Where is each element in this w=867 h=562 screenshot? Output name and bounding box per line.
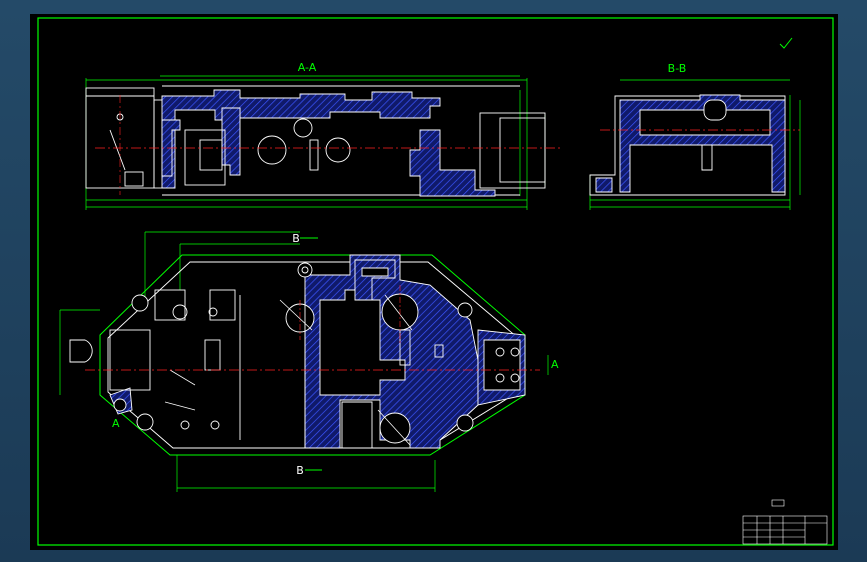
plan-view: B B A A [59,231,559,492]
plan-pocket-center [319,289,406,396]
section-a-a-view: A-A [85,61,560,210]
plan-features [69,289,444,448]
plan-label-a-right: A [551,358,559,371]
drawing-frame [37,17,834,546]
section-b-slot [703,99,727,121]
section-b-hatch-foot [595,177,613,193]
plan-label-b-top: B [292,232,300,245]
plan-label-a-left: A [112,417,120,430]
section-a-hatch-top [161,89,441,189]
title-block [742,499,828,545]
plan-label-b-bottom: B [296,464,304,477]
plan-slot-top [361,267,389,277]
plan-pocket-bottom [341,401,373,449]
section-b-b-label: B-B [668,62,687,75]
plan-dimensions [59,231,549,492]
section-a-a-label: A-A [298,61,317,74]
section-b-rib [701,144,713,171]
section-a-details [109,129,319,187]
section-a-holes [116,113,351,165]
plan-leaders [164,294,413,446]
plan-outer-outline [99,254,526,456]
sheet-background [30,14,838,550]
section-marker-b-top: B [292,232,318,245]
section-b-b-view: B-B [589,62,801,210]
section-b-cavity [639,109,771,136]
section-b-outline [589,95,786,196]
section-b-dimensions [589,79,801,210]
section-a-hatch-right [409,129,496,197]
roughness-symbol [779,37,793,49]
plan-pocket-right [483,339,521,391]
section-marker-b-bottom: B [296,464,322,477]
